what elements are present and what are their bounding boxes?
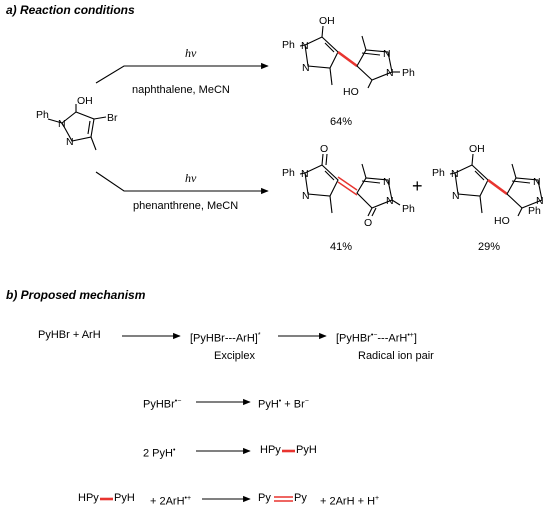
reaction-arrow-2 xyxy=(95,171,269,195)
reagent-ph: Ph xyxy=(36,109,49,121)
plus-sign: + xyxy=(412,176,423,196)
step4-product-left: Py xyxy=(258,492,271,504)
step1-exciplex: [PyHBr---ArH]* xyxy=(190,332,261,345)
step3-product-left: HPy xyxy=(260,444,281,456)
product1-n3: N xyxy=(383,48,391,60)
product2-ph-right: Ph xyxy=(402,203,415,215)
product1-n1: N xyxy=(301,40,309,52)
product3-structure: OH HO Ph Ph N N N N xyxy=(432,143,544,227)
step1-reactants: PyHBr + ArH xyxy=(38,329,101,341)
reagent-oh: OH xyxy=(77,95,93,107)
step4-rest: + 2ArH + H+ xyxy=(320,495,380,508)
product2-n2: N xyxy=(302,190,310,202)
step4-left: HPy xyxy=(78,492,99,504)
product3-n3: N xyxy=(533,176,541,188)
arrow1-hv: hν xyxy=(185,46,197,60)
product1-yield: 64% xyxy=(330,116,353,128)
product2-ph-left: Ph xyxy=(282,167,295,179)
product1-ho: HO xyxy=(343,86,359,98)
product1-structure: OH HO Ph Ph N N N N xyxy=(282,15,415,98)
product1-n4: N xyxy=(386,67,394,79)
arrow1-conditions: naphthalene, MeCN xyxy=(132,84,230,96)
product2-yield: 41% xyxy=(330,241,353,253)
product3-ph-left: Ph xyxy=(432,167,445,179)
reagent-n2: N xyxy=(66,136,74,148)
product2-n3: N xyxy=(383,176,391,188)
product3-n2: N xyxy=(452,190,460,202)
exciplex-label: Exciplex xyxy=(214,350,255,362)
step4-right: PyH xyxy=(114,492,135,504)
step3-product-right: PyH xyxy=(296,444,317,456)
step4-product-right: Py xyxy=(294,492,307,504)
arrow2-conditions: phenanthrene, MeCN xyxy=(133,200,239,212)
step4-plus-arh: + 2ArH•+ xyxy=(150,495,192,508)
step3-reactant: 2 PyH• xyxy=(143,447,176,460)
section-a-title: a) Reaction conditions xyxy=(6,3,135,17)
step1-radical-ion-pair: [PyHBr•−---ArH•+] xyxy=(336,332,417,345)
radical-ion-pair-label: Radical ion pair xyxy=(358,350,434,362)
product1-ph-left: Ph xyxy=(282,39,295,51)
step2-products: PyH• + Br− xyxy=(258,398,309,411)
product3-n4: N xyxy=(536,195,544,207)
product3-ph-right: Ph xyxy=(528,205,541,217)
product1-ph-right: Ph xyxy=(402,67,415,79)
reagent-structure: OH Br Ph N N xyxy=(36,95,118,151)
product2-o-bottom: O xyxy=(364,217,372,229)
product3-yield: 29% xyxy=(478,241,501,253)
product2-n1: N xyxy=(301,168,309,180)
product3-oh: OH xyxy=(469,143,485,155)
product3-ho: HO xyxy=(494,215,510,227)
product1-n2: N xyxy=(302,62,310,74)
product2-n4: N xyxy=(386,195,394,207)
arrow2-hv: hν xyxy=(185,171,197,185)
reagent-n1: N xyxy=(58,118,66,130)
product3-n1: N xyxy=(451,168,459,180)
step2-reactant: PyHBr•− xyxy=(143,398,182,411)
product2-o-top: O xyxy=(320,143,328,155)
product2-structure: O O Ph Ph N N N N xyxy=(282,143,415,229)
reaction-arrow-1 xyxy=(95,62,269,84)
product1-oh: OH xyxy=(319,15,335,27)
section-b-title: b) Proposed mechanism xyxy=(6,288,146,302)
reagent-br: Br xyxy=(107,112,118,124)
